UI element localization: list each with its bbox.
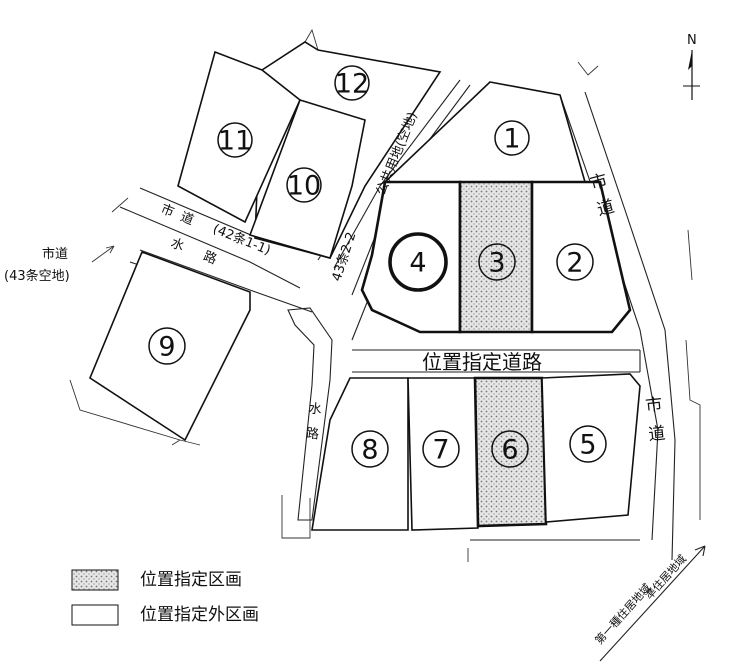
lot-6-marker — [491, 430, 529, 468]
lot-12-label: 12 — [335, 69, 369, 100]
lot-1-label: 1 — [503, 124, 520, 155]
legend-swatch-plain — [71, 604, 119, 626]
lot-3-marker — [478, 243, 516, 281]
lot-7-marker — [422, 430, 460, 468]
lot-10-label: 10 — [287, 171, 321, 202]
water-channel-center-label: 水路 — [301, 401, 322, 452]
zone-quasi-residential-label: 準住居地域 — [642, 552, 689, 602]
lot-9-marker — [148, 327, 186, 365]
lot-10-marker — [286, 167, 322, 203]
lot-1-marker — [494, 120, 530, 156]
legend-swatch-designated — [71, 569, 119, 591]
lot-11-label: 11 — [218, 126, 252, 157]
legend-label-plain: 位置指定外区画 — [140, 605, 259, 625]
lot-6-label: 6 — [501, 435, 518, 466]
city-road-43-label: 市道 — [42, 246, 68, 262]
designated-road-label: 位置指定道路 — [422, 350, 542, 374]
lot-2-label: 2 — [566, 248, 583, 279]
lot-4-label: 4 — [409, 248, 426, 279]
lot-11-marker — [217, 122, 253, 158]
lot-8-label: 8 — [361, 435, 378, 466]
lot-3-label: 3 — [488, 248, 505, 279]
lot-8-marker — [351, 430, 389, 468]
lot-5-label: 5 — [579, 430, 596, 461]
lot-6-parcel — [473, 376, 548, 528]
city-road-east-lower-label: 市道 — [640, 395, 666, 455]
north-arrow: N — [683, 33, 700, 100]
lot-numbers: 12 11 10 1 4 3 2 8 7 6 5 9 — [148, 65, 607, 468]
lot-2-marker — [556, 243, 594, 281]
lot-7-label: 7 — [432, 435, 449, 466]
legend-label-designated: 位置指定区画 — [140, 570, 242, 590]
lot-12-marker — [334, 65, 370, 101]
north-label: N — [687, 33, 697, 48]
legend: 位置指定区画 位置指定外区画 — [71, 569, 259, 626]
lot-5-marker — [569, 425, 607, 463]
lot-4-marker — [388, 232, 448, 292]
city-road-43-sublabel: (43条空地) — [4, 268, 70, 284]
lot-9-label: 9 — [158, 332, 175, 363]
